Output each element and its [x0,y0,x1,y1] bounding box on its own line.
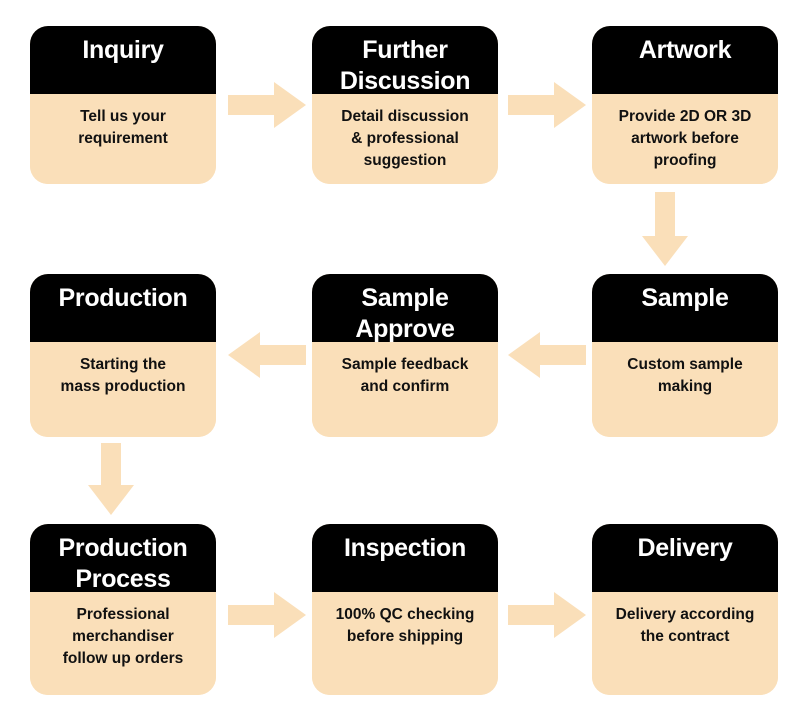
description-line: Tell us your [80,108,166,125]
description-line: Starting the [79,356,167,373]
description-line: suggestion [363,152,447,169]
arrow-left-icon [508,332,586,378]
flow-node-inquiry[interactable]: Inquiry Tell us your requirement [30,26,216,184]
description-line: & professional [351,130,459,147]
description-line: Custom sample [627,356,743,373]
flow-node-sample-title: Sample [592,274,778,342]
description-line: artwork before [631,130,739,147]
arrow-down-icon [642,192,688,266]
description-line: before shipping [346,628,464,645]
description-line: Professional [76,606,170,623]
flow-node-production-description: Starting the mass production [30,342,216,437]
title-line: Sample [361,284,449,312]
flow-node-production-process-title: Production Process [30,524,216,593]
title-line: Process [75,565,171,593]
arrow-right-icon [228,82,306,128]
description-line: requirement [78,130,168,147]
description-line: Provide 2D OR 3D [618,108,752,125]
description-line: and confirm [360,378,450,395]
flow-node-production-process[interactable]: Production Process Professional merchand… [30,524,216,695]
flow-node-inquiry-description: Tell us your requirement [30,94,216,184]
flow-node-inspection-title: Inspection [312,524,498,592]
description-line: merchandiser [72,628,174,645]
flow-node-artwork[interactable]: Artwork Provide 2D OR 3D artwork before … [592,26,778,184]
flow-node-production-title: Production [30,274,216,342]
flow-node-sample[interactable]: Sample Custom sample making [592,274,778,437]
title-line: Further [362,36,448,64]
flow-node-artwork-description: Provide 2D OR 3D artwork before proofing [592,94,778,184]
flow-node-artwork-title: Artwork [592,26,778,94]
flow-node-inspection[interactable]: Inspection 100% QC checking before shipp… [312,524,498,695]
flow-node-further-discussion-title: Further Discussion [312,26,498,95]
description-line: making [657,378,713,395]
description-line: the contract [640,628,730,645]
description-line: Detail discussion [341,108,469,125]
flow-node-inquiry-title: Inquiry [30,26,216,94]
title-line: Production [58,534,188,562]
title-line: Discussion [339,67,471,95]
description-line: 100% QC checking [335,606,475,623]
description-line: proofing [653,152,717,169]
flow-node-inspection-description: 100% QC checking before shipping [312,592,498,695]
flow-node-sample-approve[interactable]: Sample Approve Sample feedback and confi… [312,274,498,437]
flow-node-sample-approve-description: Sample feedback and confirm [312,342,498,437]
flow-node-production-process-description: Professional merchandiser follow up orde… [30,592,216,695]
arrow-right-icon [508,82,586,128]
arrow-left-icon [228,332,306,378]
flow-node-delivery-description: Delivery according the contract [592,592,778,695]
title-line: Approve [355,315,455,343]
flow-node-production[interactable]: Production Starting the mass production [30,274,216,437]
flow-node-further-discussion[interactable]: Further Discussion Detail discussion & p… [312,26,498,184]
description-line: Sample feedback [341,356,469,373]
flow-node-further-discussion-description: Detail discussion & professional suggest… [312,94,498,184]
description-line: mass production [60,378,186,395]
arrow-down-icon [88,443,134,515]
flow-node-delivery-title: Delivery [592,524,778,592]
flow-node-sample-approve-title: Sample Approve [312,274,498,343]
arrow-right-icon [508,592,586,638]
flow-node-sample-description: Custom sample making [592,342,778,437]
arrow-right-icon [228,592,306,638]
flow-node-delivery[interactable]: Delivery Delivery according the contract [592,524,778,695]
description-line: Delivery according [615,606,755,623]
description-line: follow up orders [62,650,184,667]
